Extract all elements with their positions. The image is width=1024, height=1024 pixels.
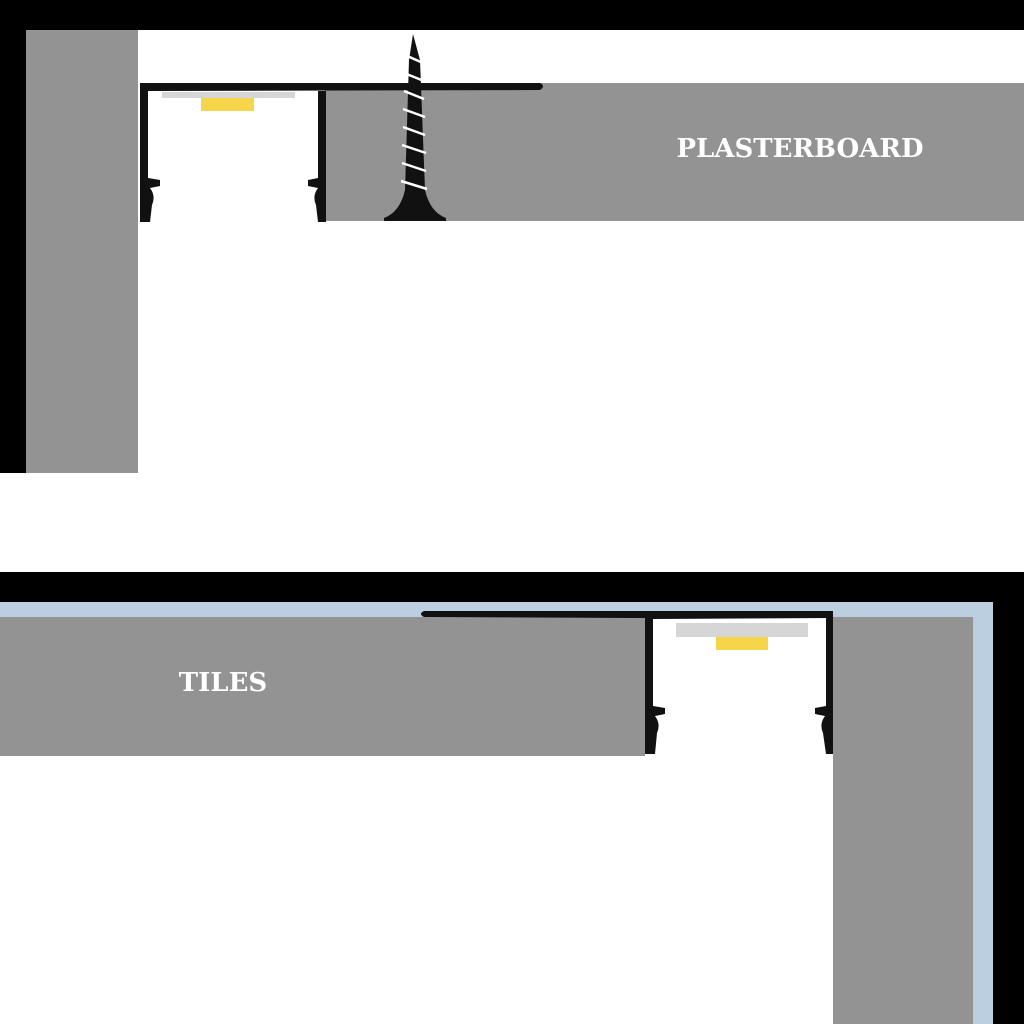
ceiling-wall-top bbox=[0, 0, 1024, 30]
plasterboard-vertical bbox=[26, 30, 138, 473]
led-profile bbox=[140, 83, 543, 222]
led-strip-bottom bbox=[716, 637, 768, 650]
screw-icon bbox=[384, 34, 446, 221]
side-wall-left bbox=[0, 0, 26, 473]
plasterboard-horizontal bbox=[325, 83, 1024, 221]
plasterboard-section: PLASTERBOARD bbox=[0, 0, 1024, 473]
tiles-vertical bbox=[833, 617, 973, 1024]
tiles-section: TILES bbox=[0, 572, 1024, 1024]
plasterboard-label: PLASTERBOARD bbox=[677, 134, 924, 164]
diffuser-bottom bbox=[676, 623, 808, 637]
tiles-horizontal bbox=[0, 617, 645, 756]
led-strip bbox=[201, 98, 254, 111]
led-profile-bottom bbox=[421, 611, 833, 754]
ceiling-wall-bottom bbox=[0, 572, 1024, 602]
side-wall-right bbox=[993, 572, 1024, 1024]
tiles-label: TILES bbox=[179, 668, 267, 698]
diffuser bbox=[162, 92, 295, 98]
